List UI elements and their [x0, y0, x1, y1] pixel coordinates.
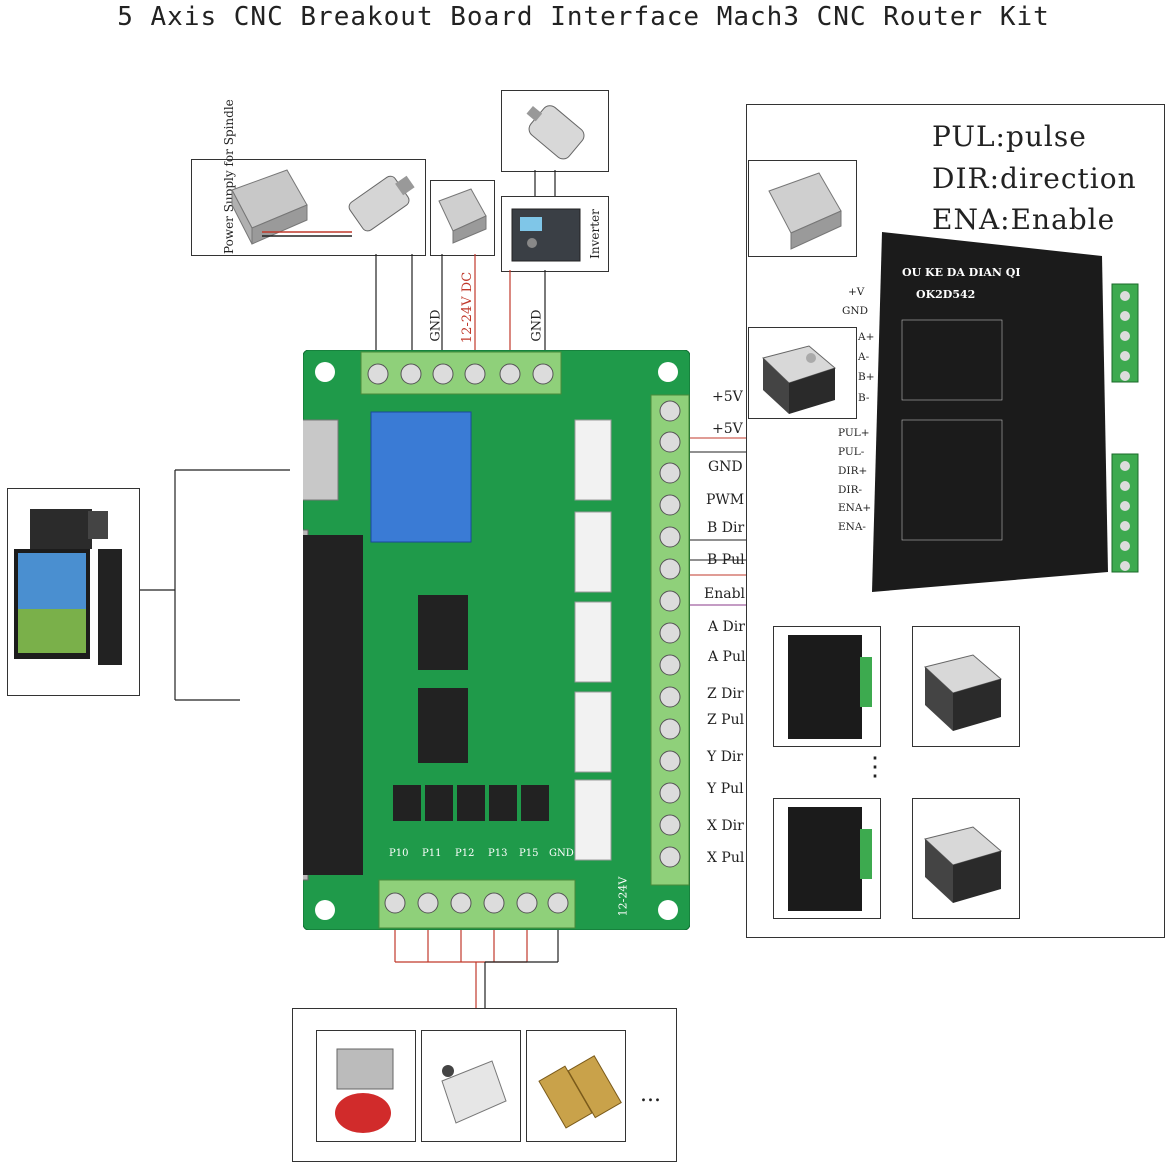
gnd-label-2: GND: [529, 309, 545, 342]
board-signal-5: B Pul: [707, 552, 745, 568]
logic-psu-picture: [438, 188, 487, 244]
board-signal-12: Y Pul: [707, 781, 744, 797]
motor-picture-2: [923, 826, 1003, 903]
stepper-motor-box: [748, 327, 857, 419]
board-signal-11: Y Dir: [707, 749, 744, 765]
stepper-motor-picture: [762, 345, 837, 414]
inverter-picture: [511, 208, 581, 262]
logic-psu-box: [430, 180, 495, 256]
board-signal-2: GND: [708, 459, 743, 475]
diagram-title: 5 Axis CNC Breakout Board Interface Mach…: [117, 2, 1050, 32]
small-driver-picture-1: [788, 635, 872, 739]
computer-box: [7, 488, 140, 696]
board-signal-0: +5V: [712, 389, 743, 405]
driver-model: OK2D542: [916, 288, 976, 301]
board-signal-14: X Pul: [707, 850, 745, 866]
board-signal-1: +5V: [712, 421, 743, 437]
limit-switch-box: [421, 1030, 521, 1142]
driver-motor-pin-3: B-: [858, 392, 870, 404]
driver-signal-pin-2: DIR+: [838, 465, 868, 477]
driver-signal-pin-1: PUL-: [838, 446, 865, 458]
driver-signal-pin-5: ENA-: [838, 521, 866, 533]
driver-signal-pin-3: DIR-: [838, 484, 863, 496]
legend-dir: DIR:direction: [932, 162, 1137, 195]
board-bottom-label-5: GND: [549, 848, 574, 859]
breakout-board: P10 P11 P12 P13 P15 GND 12-24V: [237, 349, 691, 931]
proximity-sensor-picture: [538, 1055, 622, 1129]
board-signal-3: PWM: [706, 492, 745, 508]
driver-psu-box: [748, 160, 857, 257]
board-bottom-label-4: P15: [519, 848, 539, 859]
legend-pul: PUL:pulse: [932, 120, 1087, 153]
small-driver-picture-2: [788, 807, 872, 911]
driver-psu-picture: [768, 172, 842, 250]
legend-ena: ENA:Enable: [932, 203, 1116, 236]
board-signal-7: A Dir: [708, 619, 745, 635]
driver-motor-pin-0: A+: [858, 331, 875, 343]
spindle-motor-picture: [526, 105, 585, 160]
motor-picture-1: [923, 654, 1003, 731]
spindle-psu-box: Power Supply for Spindle: [191, 99, 426, 256]
driver-power-pin-1: GND: [842, 305, 868, 317]
proximity-sensor-box: [526, 1030, 626, 1142]
stepper-driver-picture: [872, 232, 1139, 592]
motor-box-1: [912, 626, 1020, 747]
board-bottom-label-0: P10: [389, 848, 409, 859]
vertical-ellipsis: ⋮: [862, 752, 888, 782]
driver-motor-pin-1: A-: [858, 351, 870, 363]
stepper-driver: OU KE DA DIAN QI OK2D542: [872, 232, 1142, 592]
breakout-board-picture: [237, 349, 691, 931]
board-signal-10: Z Pul: [707, 712, 745, 728]
inverter-box: Inverter: [501, 196, 609, 272]
board-signal-8: A Pul: [708, 649, 746, 665]
spindle-motor-box: [501, 90, 609, 172]
driver-signal-pin-4: ENA+: [838, 502, 872, 514]
board-signal-13: X Dir: [707, 818, 744, 834]
board-signal-6: Enabl: [704, 586, 746, 602]
limit-switch-picture: [441, 1060, 507, 1124]
board-voltage-label: 12-24V: [616, 876, 630, 917]
small-driver-box-2: [773, 798, 881, 919]
driver-motor-pin-2: B+: [858, 371, 875, 383]
inverter-label: Inverter: [587, 209, 602, 259]
driver-signal-pin-0: PUL+: [838, 427, 870, 439]
small-driver-box-1: [773, 626, 881, 747]
board-signal-4: B Dir: [707, 520, 745, 536]
more-inputs-ellipsis: ...: [640, 1082, 661, 1107]
vdc-label: 12-24V DC: [460, 271, 476, 344]
board-bottom-label-1: P11: [422, 848, 442, 859]
board-signal-9: Z Dir: [707, 686, 744, 702]
driver-power-pin-0: +V: [848, 286, 865, 298]
gnd-label-1: GND: [428, 309, 444, 342]
board-bottom-label-3: P13: [488, 848, 508, 859]
computer-picture: [14, 509, 122, 665]
psu-and-spindle-picture: [231, 169, 415, 245]
motor-box-2: [912, 798, 1020, 919]
emergency-stop-picture: [335, 1048, 394, 1133]
board-bottom-label-2: P12: [455, 848, 475, 859]
emergency-stop-box: [316, 1030, 416, 1142]
driver-brand: OU KE DA DIAN QI: [902, 266, 1021, 279]
